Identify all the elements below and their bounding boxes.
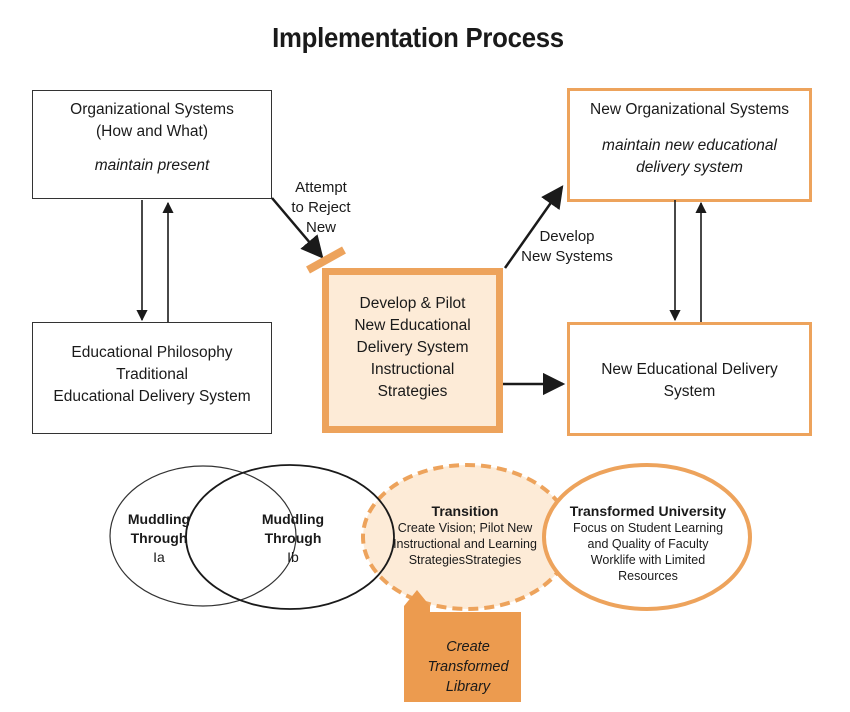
- develop-pilot-line5: Strategies: [377, 383, 448, 400]
- transition-title: Transition: [431, 503, 499, 519]
- develop-new-line2: New Systems: [521, 248, 613, 265]
- muddling-b-title1: Muddling: [261, 511, 325, 527]
- org-systems-line2: (How and What): [96, 123, 208, 140]
- library-text: Create Transformed Library: [420, 637, 516, 697]
- muddling-b-text: Muddling Through Ib: [250, 510, 336, 567]
- attempt-reject-label: Attempt to Reject New: [276, 178, 366, 238]
- develop-pilot-box: Develop & Pilot New Educational Delivery…: [322, 268, 503, 433]
- develop-new-systems-label: Develop New Systems: [512, 227, 622, 267]
- develop-pilot-line3: Delivery System: [356, 339, 469, 356]
- attempt-line3: New: [305, 219, 336, 236]
- muddling-b-sub: Ib: [287, 549, 299, 565]
- ellipse-muddling-a: [109, 465, 297, 607]
- new-ed-delivery-line1: New Educational Delivery: [601, 361, 778, 378]
- transformed-line4: Resources: [618, 569, 678, 583]
- new-org-systems-note1: maintain new educational: [602, 137, 777, 154]
- transformed-title: Transformed University: [569, 503, 727, 519]
- transition-line1: Create Vision; Pilot New: [397, 521, 533, 535]
- muddling-b-title2: Through: [264, 530, 322, 546]
- library-line2: Transformed: [427, 659, 509, 675]
- ed-philosophy-line2: Traditional: [116, 366, 188, 383]
- muddling-a-text: Muddling Through Ia: [118, 510, 200, 567]
- reject-bar: [306, 246, 346, 274]
- muddling-a-title2: Through: [130, 530, 188, 546]
- library-arrow-shape: [404, 590, 521, 702]
- new-org-systems-note2: delivery system: [636, 159, 743, 176]
- attempt-line2: to Reject: [291, 199, 351, 216]
- attempt-line1: Attempt: [295, 179, 347, 196]
- develop-pilot-line4: Instructional: [370, 361, 455, 378]
- new-organizational-systems-box: New Organizational Systems maintain new …: [567, 88, 812, 202]
- ellipse-transformed: [542, 463, 752, 611]
- diagram-title: Implementation Process: [272, 22, 564, 53]
- organizational-systems-box: Organizational Systems (How and What) ma…: [32, 90, 272, 199]
- org-systems-line1: Organizational Systems: [70, 101, 234, 118]
- ed-philosophy-line3: Educational Delivery System: [53, 388, 251, 405]
- new-ed-delivery-line2: System: [663, 383, 716, 400]
- arrow-develop-new-systems: [503, 185, 564, 269]
- ed-philosophy-line1: Educational Philosophy: [71, 344, 233, 361]
- transformed-line3: Worklife with Limited: [590, 553, 706, 567]
- develop-pilot-line2: New Educational: [354, 317, 471, 334]
- transformed-text: Transformed University Focus on Student …: [560, 502, 736, 584]
- org-systems-note: maintain present: [94, 157, 210, 174]
- ellipse-muddling-b: [185, 464, 395, 610]
- educational-philosophy-box: Educational Philosophy Traditional Educa…: [32, 322, 272, 434]
- transformed-line2: and Quality of Faculty: [587, 537, 709, 551]
- transition-text: Transition Create Vision; Pilot New Inst…: [388, 502, 542, 568]
- muddling-a-title1: Muddling: [127, 511, 191, 527]
- muddling-a-sub: Ia: [153, 549, 165, 565]
- transition-line3: StrategiesStrategies: [408, 553, 522, 567]
- arrow-attempt-reject: [271, 197, 324, 259]
- develop-pilot-line1: Develop & Pilot: [359, 295, 466, 312]
- transition-line2: Instructional and Learning: [393, 537, 537, 551]
- library-line3: Library: [445, 679, 491, 695]
- new-org-systems-line1: New Organizational Systems: [590, 101, 789, 118]
- transformed-line1: Focus on Student Learning: [572, 521, 724, 535]
- develop-new-line1: Develop: [539, 228, 595, 245]
- new-educational-delivery-box: New Educational Delivery System: [567, 322, 812, 436]
- library-line1: Create: [446, 639, 490, 655]
